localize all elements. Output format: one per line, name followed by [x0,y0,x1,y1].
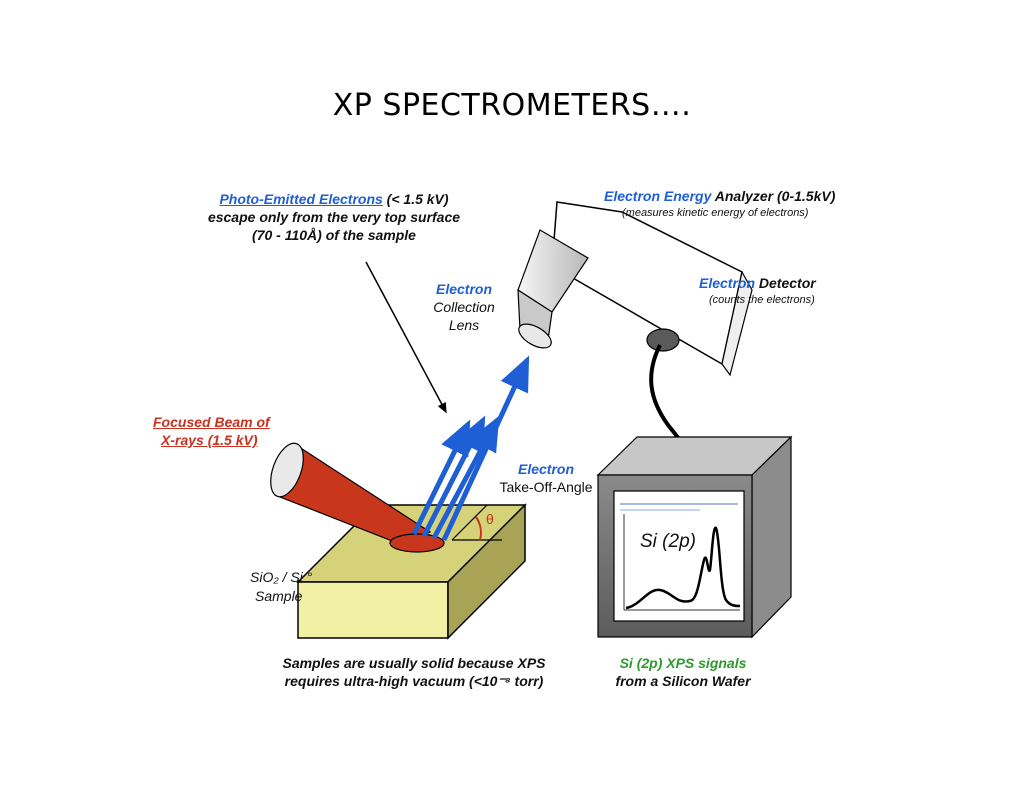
beam-line-2: X-rays (1.5 kV) [161,432,258,448]
detector-rest-text: Detector [755,275,816,291]
lens-label: Electron Collection Lens [424,280,504,334]
beam-label: Focused Beam of X-rays (1.5 kV) [153,413,270,449]
spectrum-curve [625,526,741,610]
xray-beam [270,442,445,553]
analyzer-label: Electron Energy Analyzer (0-1.5kV) [604,187,835,205]
electron-arrow-4 [441,355,530,542]
detector-port [646,328,680,352]
photo-emitted-electrons-text: Photo-Emitted Electrons [219,191,383,207]
sample-side-face [447,503,526,640]
lens-lens-text: Lens [448,317,480,333]
electron-arrows [411,355,530,542]
vacuum-line-2: requires ultra-high vacuum (<10⁻⁸ torr) [284,673,544,689]
beam-line-1: Focused Beam of [153,414,270,430]
takeoff-electron-text: Electron [517,461,574,477]
detector-label: Electron Detector [699,274,816,292]
takeoff-rest-text: Take-Off-Angle [499,479,593,495]
vacuum-note: Samples are usually solid because XPS re… [266,654,562,690]
spectrum-label: Si (2p) [640,531,696,552]
pointer-arrow [365,261,447,414]
lens-electron-text: Electron [435,281,492,297]
angle-arc [475,516,482,541]
display-monitor [596,435,793,639]
signal-line-1: Si (2p) XPS signals [619,655,747,671]
sample-word-label: Sample [255,588,303,604]
sample-material-label: SiO₂ / Si ° [250,569,313,585]
detector-note: (counts the electrons) [709,294,815,306]
beam-cone-base [270,442,304,498]
analyzer-note: (measures kinetic energy of electrons) [622,207,809,219]
lens-aperture [518,323,552,349]
detector-electron-text: Electron [699,275,756,291]
vacuum-line-1: Samples are usually solid because XPS [282,655,546,671]
angle-line-ray [451,504,488,541]
analyzer-housing-side [721,270,753,377]
escape-line-2: (70 - 110Å) of the sample [252,227,416,243]
takeoff-angle [451,504,502,541]
electron-arrow-3 [431,415,500,540]
signal-line-2: from a Silicon Wafer [615,673,751,689]
page-title: XP SPECTROMETERS…. [332,88,692,123]
beam-spot [389,533,445,553]
lens-collection-text: Collection [433,299,495,315]
signal-note: Si (2p) XPS signals from a Silicon Wafer [598,654,768,690]
photo-emitted-label: Photo-Emitted Electrons (< 1.5 kV) escap… [196,190,472,244]
photo-emitted-kv-text: (< 1.5 kV) [382,191,449,207]
sample-front-face [297,581,449,639]
theta-symbol: θ [486,511,494,527]
analyzer-electron-text: Electron Energy [604,188,712,204]
takeoff-label: Electron Take-Off-Angle [488,460,604,496]
energy-analyzer [517,201,753,377]
escape-line-1: escape only from the very top surface [207,209,461,225]
analyzer-rest-text: Analyzer (0-1.5kV) [711,188,836,204]
